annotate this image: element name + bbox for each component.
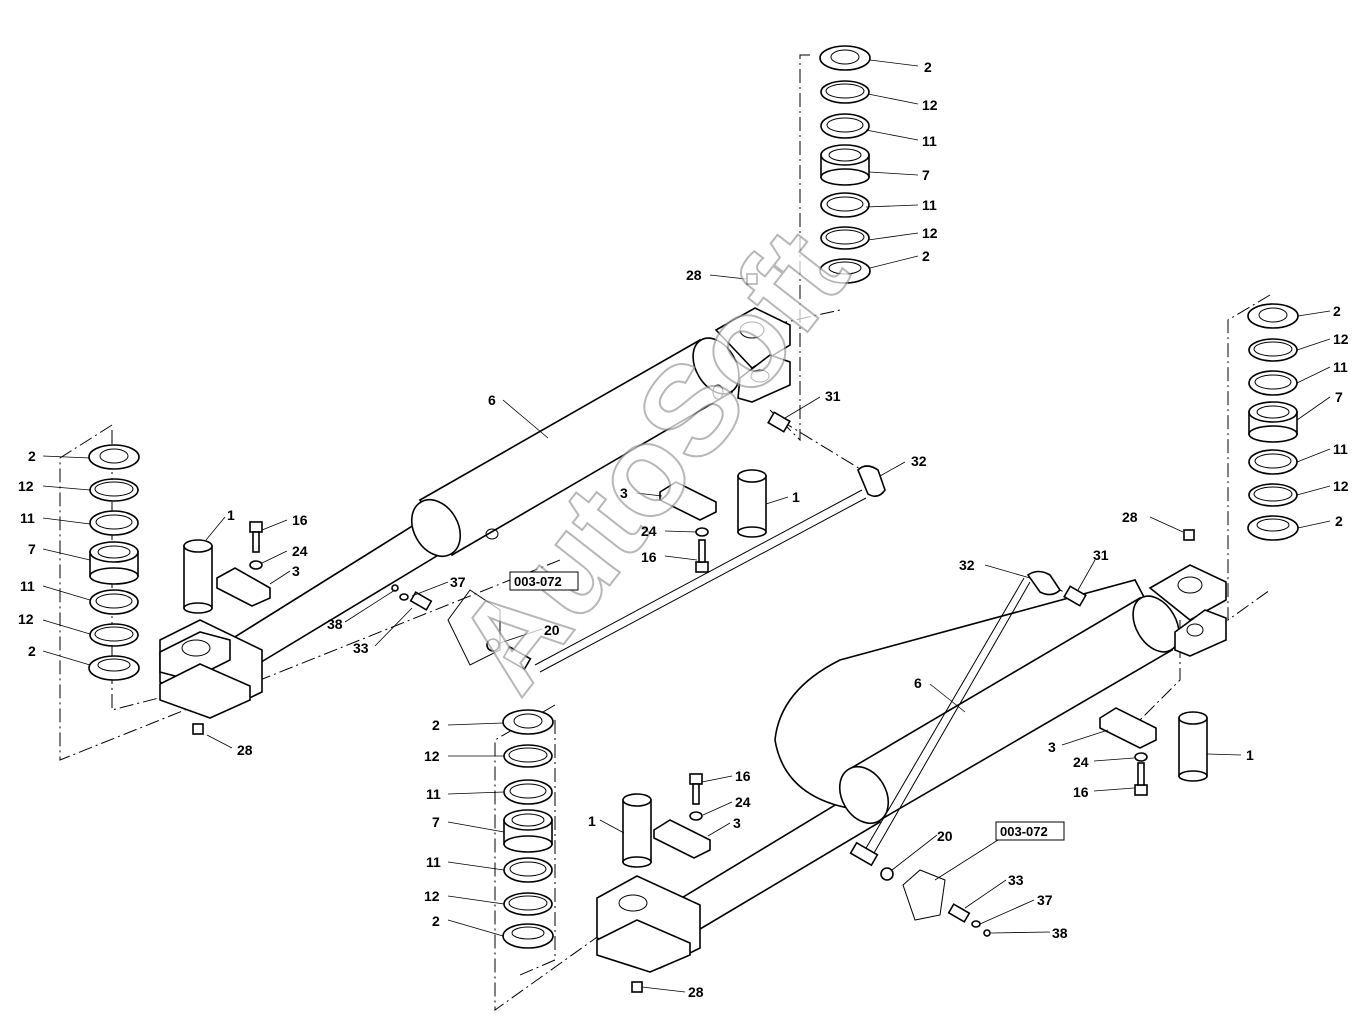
small-parts	[183, 273, 1208, 993]
callout-label: 2	[432, 717, 440, 733]
callout-label: 11	[426, 786, 441, 802]
stack-lower	[502, 709, 554, 949]
callout-label: 31	[825, 388, 841, 404]
reference-boxes: 003-072 003-072	[509, 571, 1065, 841]
callout-label: 1	[792, 489, 800, 505]
callout-label: 1	[1246, 747, 1254, 763]
callout-label: 7	[1335, 389, 1343, 405]
callout-label: 16	[1073, 784, 1089, 800]
callout-label: 2	[432, 913, 440, 929]
stack-upper-right	[819, 45, 871, 284]
callout-label: 6	[914, 675, 922, 691]
callout-label: 24	[292, 543, 308, 559]
stack-right	[1247, 303, 1299, 541]
callout-label: 2	[28, 643, 36, 659]
callout-label: 28	[688, 984, 704, 1000]
callout-labels: 2 12 11 7 11 12 2 28 6 31 32 3 1 24 16 2…	[18, 59, 1349, 1000]
callout-label: 24	[735, 794, 751, 810]
callout-label: 33	[353, 640, 369, 656]
callout-label: 11	[20, 510, 35, 526]
callout-label: 12	[424, 888, 440, 904]
reference-box-label: 003-072	[1000, 824, 1048, 839]
callout-label: 31	[1093, 547, 1109, 563]
callout-label: 1	[588, 813, 596, 829]
callout-label: 7	[922, 167, 930, 183]
callout-label: 20	[937, 828, 953, 844]
callout-label: 33	[1008, 872, 1024, 888]
callout-label: 11	[20, 578, 35, 594]
callout-label: 24	[641, 523, 657, 539]
callout-label: 28	[1122, 509, 1138, 525]
callout-label: 38	[327, 616, 343, 632]
callout-label: 2	[28, 448, 36, 464]
callout-label: 7	[432, 814, 440, 830]
callout-label: 32	[959, 557, 975, 573]
cylinder-upper	[159, 307, 791, 719]
callout-label: 2	[1335, 513, 1343, 529]
callout-label: 20	[544, 622, 560, 638]
callout-label: 11	[922, 197, 937, 213]
callout-label: 3	[733, 815, 741, 831]
callout-label: 12	[1333, 478, 1349, 494]
callout-label: 16	[292, 512, 308, 528]
callout-label: 6	[488, 392, 496, 408]
callout-label: 12	[18, 478, 34, 494]
callout-label: 3	[292, 563, 300, 579]
callout-label: 32	[911, 453, 927, 469]
callout-label: 28	[686, 267, 702, 283]
callout-label: 2	[1333, 303, 1341, 319]
callout-label: 12	[424, 748, 440, 764]
callout-label: 12	[18, 611, 34, 627]
callout-label: 11	[1333, 359, 1348, 375]
callout-label: 16	[641, 549, 657, 565]
callout-label: 16	[735, 768, 751, 784]
callout-label: 1	[227, 507, 235, 523]
callout-label: 12	[922, 97, 938, 113]
callout-label: 3	[1048, 739, 1056, 755]
callout-label: 12	[1333, 331, 1349, 347]
reference-box-label: 003-072	[514, 574, 562, 589]
callout-label: 7	[28, 541, 36, 557]
callout-label: 2	[922, 248, 930, 264]
cylinder-lower	[596, 564, 1227, 973]
callout-label: 37	[1037, 892, 1053, 908]
callout-label: 2	[924, 59, 932, 75]
stack-left	[88, 444, 140, 681]
leader-lines	[42, 59, 1331, 993]
callout-label: 37	[450, 574, 466, 590]
callout-label: 12	[922, 225, 938, 241]
callout-label: 11	[1333, 441, 1348, 457]
callout-label: 11	[922, 133, 937, 149]
callout-label: 24	[1073, 754, 1089, 770]
callout-label: 28	[237, 742, 253, 758]
callout-label: 38	[1052, 925, 1068, 941]
callout-label: 11	[426, 854, 441, 870]
callout-label: 3	[620, 485, 628, 501]
